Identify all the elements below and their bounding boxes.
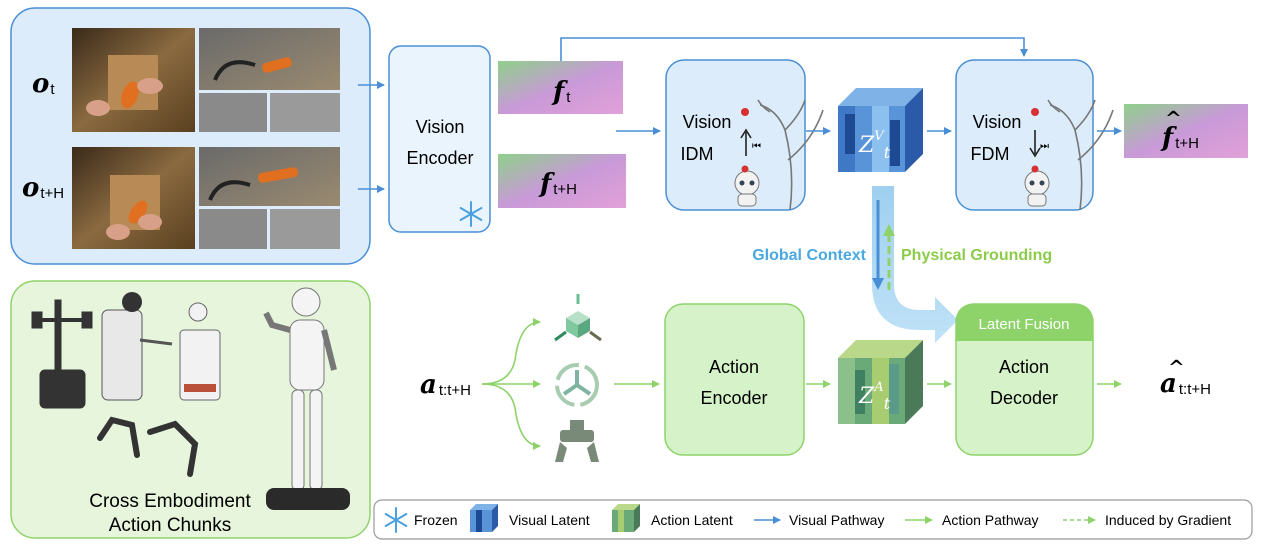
legend-frozen: Frozen <box>414 512 458 528</box>
frame-t-robot-wrist-right <box>270 93 340 132</box>
physical-grounding-label: Physical Grounding <box>901 247 1052 264</box>
latent-fusion-label: Latent Fusion <box>979 316 1070 333</box>
global-context-arrowhead <box>872 278 884 290</box>
vision-idm-block: Vision IDM ⏮ <box>665 59 824 211</box>
action-encoder-line2: Encoder <box>700 388 767 408</box>
tall-service-robot <box>179 302 221 401</box>
fast-forward-icon: ⏭ <box>1040 141 1049 152</box>
action-decoder-line1: Action <box>999 357 1049 377</box>
legend-induced: Induced by Gradient <box>1105 512 1231 528</box>
snowflake-icon <box>459 201 483 227</box>
legend-action-pathway: Action Pathway <box>942 512 1039 528</box>
robot-mascot-icon <box>1024 165 1050 207</box>
embodiment-panel: Cross Embodiment Action Chunks <box>10 280 371 539</box>
apple-icon <box>741 108 749 116</box>
apple-tree-icon <box>1047 99 1114 211</box>
embodiment-caption-line2: Action Chunks <box>109 515 232 536</box>
vision-fdm-line1: Vision <box>973 112 1022 132</box>
snowflake-icon <box>384 507 408 533</box>
arrow-skip-to-fdm <box>560 37 1028 61</box>
frame-t-robot-main <box>199 28 340 90</box>
frame-t-robot-wrist-left <box>199 93 267 132</box>
action-latent-label: ZAt <box>858 380 891 413</box>
frame-tH-robot-wrist-right <box>270 209 340 249</box>
vision-encoder-line1: Vision <box>416 117 465 137</box>
global-context-flow <box>872 186 958 343</box>
frame-t-kitchen <box>72 28 195 132</box>
gripper-action-icon <box>555 420 599 462</box>
obs-tH-label: ot+H <box>22 173 64 203</box>
up-arrow-icon <box>740 128 752 156</box>
visual-latent-cube: ZVt <box>838 88 923 172</box>
legend-action-latent: Action Latent <box>651 512 733 528</box>
vision-encoder-line2: Encoder <box>406 148 473 168</box>
action-latent-legend-icon <box>612 504 640 532</box>
down-arrow-icon <box>1029 130 1041 158</box>
dual-arm-robot <box>97 416 199 477</box>
observation-panel: ot ot+H <box>10 7 371 265</box>
embodiment-caption-line1: Cross Embodiment <box>89 491 251 512</box>
rewind-icon: ⏮ <box>752 141 761 152</box>
action-decoder-line2: Decoder <box>990 388 1058 408</box>
frame-tH-kitchen <box>72 147 195 249</box>
apple-tree-icon <box>757 99 824 211</box>
rotation-action-icon <box>555 363 599 407</box>
mobile-manipulator-robot <box>31 299 93 409</box>
obs-t-label: ot <box>32 69 55 99</box>
predicted-feature-hat: ^ <box>1165 106 1182 130</box>
legend-visual-latent: Visual Latent <box>509 512 590 528</box>
vision-encoder-block: Vision Encoder <box>388 45 491 233</box>
action-latent-cube: ZAt <box>838 340 923 424</box>
humanoid-robot <box>263 287 350 510</box>
action-output-hat: ^ <box>1168 355 1185 379</box>
global-context-label: Global Context <box>752 247 866 264</box>
frame-tH-robot-wrist-left <box>199 209 267 249</box>
action-encoder-block: Action Encoder <box>664 303 805 456</box>
frame-tH-robot-main <box>199 147 340 206</box>
action-encoder-line1: Action <box>709 357 759 377</box>
wheeled-humanoid-robot <box>101 292 173 401</box>
action-branch-curves <box>481 318 541 450</box>
vision-fdm-line2: FDM <box>971 144 1010 164</box>
visual-latent-label: ZVt <box>858 129 891 162</box>
axes-action-icon <box>554 294 602 342</box>
visual-latent-legend-icon <box>470 504 498 532</box>
vision-idm-line2: IDM <box>681 144 714 164</box>
legend: Frozen Visual Latent Action Latent Visua… <box>373 499 1253 540</box>
robot-mascot-icon <box>734 165 760 207</box>
vision-idm-line1: Vision <box>683 112 732 132</box>
physical-grounding-arrowhead <box>883 224 895 236</box>
apple-icon <box>1031 108 1039 116</box>
vision-fdm-block: Vision FDM ⏭ <box>955 59 1114 211</box>
action-decoder-block: Latent Fusion Action Decoder <box>955 303 1094 456</box>
legend-visual-pathway: Visual Pathway <box>789 512 884 528</box>
